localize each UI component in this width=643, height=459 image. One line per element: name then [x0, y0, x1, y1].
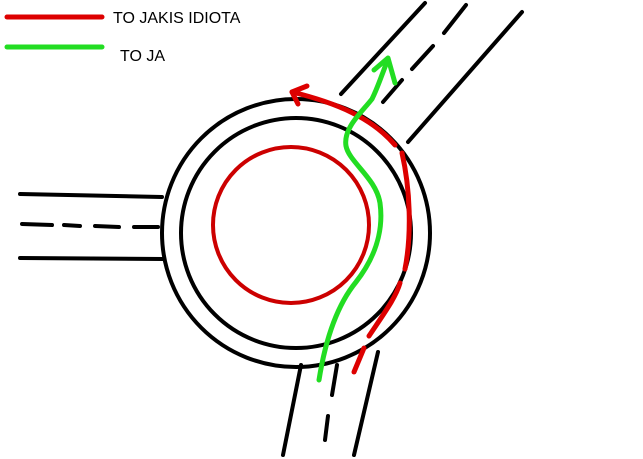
road-west: [18, 192, 165, 261]
road-south-center-dash-1: [330, 363, 339, 397]
road-west-center-dash-2: [62, 223, 82, 228]
road-ne-center-dash-1: [381, 78, 404, 104]
red-path-middle-segment: [366, 280, 403, 339]
road-northeast: [339, 1, 524, 144]
legend-item-green: TO JA: [4, 44, 165, 65]
red-path-upper-segment: [289, 89, 398, 148]
green-path-me: [316, 55, 398, 383]
road-west-center-dash-3: [93, 224, 121, 229]
red-path-right-segment: [399, 150, 412, 272]
road-ne-center-dash-3: [442, 3, 468, 35]
green-path-arrowhead: [371, 55, 398, 86]
green-path-line: [316, 59, 390, 383]
road-ne-left-edge: [339, 1, 427, 96]
red-path-lower-segment: [351, 345, 367, 375]
central-island: [211, 145, 371, 305]
road-west-center-dash-1: [20, 222, 54, 227]
road-south-center-dash-2: [323, 414, 330, 442]
legend: TO JAKIS IDIOTA TO JA: [4, 10, 241, 65]
road-west-bottom-edge: [18, 256, 165, 261]
legend-label-green: TO JA: [120, 48, 165, 65]
inner-ring: [179, 116, 413, 350]
road-ne-center-dash-2: [410, 44, 435, 71]
red-path-other-driver: [289, 83, 412, 375]
road-south: [281, 350, 380, 457]
road-south-left-edge: [281, 363, 303, 457]
road-south-right-edge: [352, 350, 380, 457]
road-ne-right-edge: [406, 10, 524, 144]
red-path-arrowhead: [289, 83, 310, 107]
legend-item-red: TO JAKIS IDIOTA: [4, 10, 241, 27]
legend-label-red: TO JAKIS IDIOTA: [113, 10, 241, 27]
road-west-top-edge: [18, 192, 164, 199]
